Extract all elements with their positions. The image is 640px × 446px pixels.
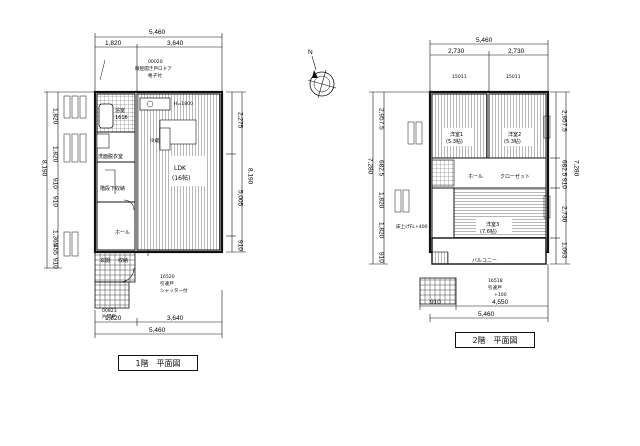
f2-dim-left-1: 2,957.5 bbox=[378, 108, 385, 130]
f2-dim-right-total: 7,280 bbox=[573, 160, 580, 177]
floor2-plan: 5,460 2,730 2,730 15011 15011 洋室1 (5.3帖)… bbox=[367, 37, 580, 322]
f2-room2-name: 洋室2 bbox=[508, 131, 521, 138]
f1-window-top-note: 格子付 bbox=[148, 72, 162, 79]
f2-dim-right-5: 1,093 bbox=[561, 242, 568, 259]
f1-ldk-label: LDK bbox=[174, 165, 187, 172]
f2-dim-right-4: 2,730 bbox=[561, 206, 568, 223]
f2-room2-size: (5.3帖) bbox=[504, 138, 521, 145]
f1-window-bottom-type: 引違戸 bbox=[160, 280, 174, 287]
f1-dim-left-5: 1,365 bbox=[52, 230, 59, 247]
f1-dim-left-2: 1,820 bbox=[52, 146, 59, 163]
f1-bath-size: 1616 bbox=[115, 115, 128, 121]
f2-dim-bottom-b: 4,550 bbox=[492, 299, 509, 306]
f2-room1-size: (5.3帖) bbox=[446, 138, 463, 145]
f2-room3-name: 洋室3 bbox=[486, 221, 499, 228]
f1-dim-top-total: 5,460 bbox=[149, 29, 166, 36]
f1-entrance: 玄関 bbox=[100, 257, 110, 264]
f1-door-bottom-type: 片開戸 bbox=[102, 313, 116, 320]
f2-dim-right-1: 2,957.5 bbox=[561, 110, 568, 132]
f1-dim-left-6: 455 bbox=[52, 244, 59, 255]
f2-dim-bottom-a: 910 bbox=[430, 299, 441, 306]
f1-dim-right-3: 910 bbox=[237, 240, 244, 251]
f1-dim-left-3: 910 bbox=[52, 178, 59, 189]
compass-icon: N bbox=[307, 49, 337, 99]
f2-dim-left-3: 1,820 bbox=[378, 192, 385, 209]
f1-dim-right-1: 2,275 bbox=[237, 112, 244, 129]
f2-dim-right-2: 682.5 bbox=[561, 160, 568, 177]
floor1-title: 1階 平面図 bbox=[118, 355, 198, 371]
f1-h1800: H=1800 bbox=[174, 101, 193, 107]
f1-dim-bottom-total: 5,460 bbox=[149, 327, 166, 334]
f1-ldk-size: (16帖) bbox=[172, 174, 190, 182]
f2-dim-left-total: 7,280 bbox=[367, 158, 374, 175]
f2-window-top-2: 15011 bbox=[506, 74, 521, 80]
f1-wash: 洗面脱衣室 bbox=[98, 153, 123, 160]
f2-room1-name: 洋室1 bbox=[450, 131, 463, 138]
f1-door-bottom-code: 00823 bbox=[102, 308, 117, 314]
f2-dim-top-total: 5,460 bbox=[476, 37, 493, 44]
f2-window-bottom-code: 16518 bbox=[488, 278, 503, 284]
compass-north-label: N bbox=[308, 49, 313, 56]
f2-balcony: バルコニー bbox=[472, 258, 497, 264]
f1-bath: 浴室 bbox=[115, 107, 125, 114]
f2-dim-top-a: 2,730 bbox=[448, 48, 465, 55]
f1-storage: 収納 bbox=[118, 257, 128, 264]
f1-window-top-code: 00020 bbox=[148, 59, 163, 65]
f2-dim-bottom-total: 5,460 bbox=[478, 311, 495, 318]
f1-dim-left-4: 910 bbox=[52, 196, 59, 207]
f2-dim-left-5: 910 bbox=[378, 252, 385, 263]
f1-dim-left-total: 8,190 bbox=[41, 160, 48, 177]
f1-dim-top-a: 1,820 bbox=[105, 40, 122, 47]
f1-dim-right-total: 8,190 bbox=[247, 168, 254, 185]
f1-hall: ホール bbox=[115, 230, 130, 236]
f1-fridge: 冷蔵 bbox=[150, 137, 160, 144]
f1-stair-under: 階段下収納 bbox=[100, 185, 125, 192]
f2-closet: クローゼット bbox=[500, 173, 530, 180]
f1-dim-bottom-b: 3,640 bbox=[167, 315, 184, 322]
f2-dim-left-2: 682.5 bbox=[378, 160, 385, 177]
f1-dim-bottom-a: 1,820 bbox=[105, 315, 122, 322]
f1-dim-right-2: 5,005 bbox=[237, 190, 244, 207]
floor1-plan: 5,460 1,820 3,640 00020 眼腔開き戸ロドア 格子付 LDK… bbox=[41, 29, 254, 338]
f1-window-bottom-note: シャッター付 bbox=[160, 287, 188, 294]
f2-dim-left-4: 1,820 bbox=[378, 222, 385, 239]
f1-window-bottom-code: 16520 bbox=[160, 274, 175, 280]
f1-dim-left-7: 910 bbox=[52, 258, 59, 269]
f2-room3-size: (7.6帖) bbox=[480, 228, 497, 235]
f1-window-top-type: 眼腔開き戸ロドア bbox=[135, 65, 172, 72]
f2-dim-top-b: 2,730 bbox=[508, 48, 525, 55]
floor2-title: 2階 平面図 bbox=[455, 332, 535, 348]
f2-floor-opening: 床上げFL+400 bbox=[396, 223, 428, 230]
f2-window-bottom-type: 引違戸 bbox=[488, 284, 502, 291]
f1-dim-left-1: 1,820 bbox=[52, 108, 59, 125]
f1-dim-top-b: 3,640 bbox=[167, 40, 184, 47]
f2-dim-right-3: 910 bbox=[561, 178, 568, 189]
f2-window-bottom-note: +100 bbox=[494, 292, 507, 298]
f2-window-top-1: 15011 bbox=[452, 74, 467, 80]
f2-hall: ホール bbox=[468, 174, 483, 180]
